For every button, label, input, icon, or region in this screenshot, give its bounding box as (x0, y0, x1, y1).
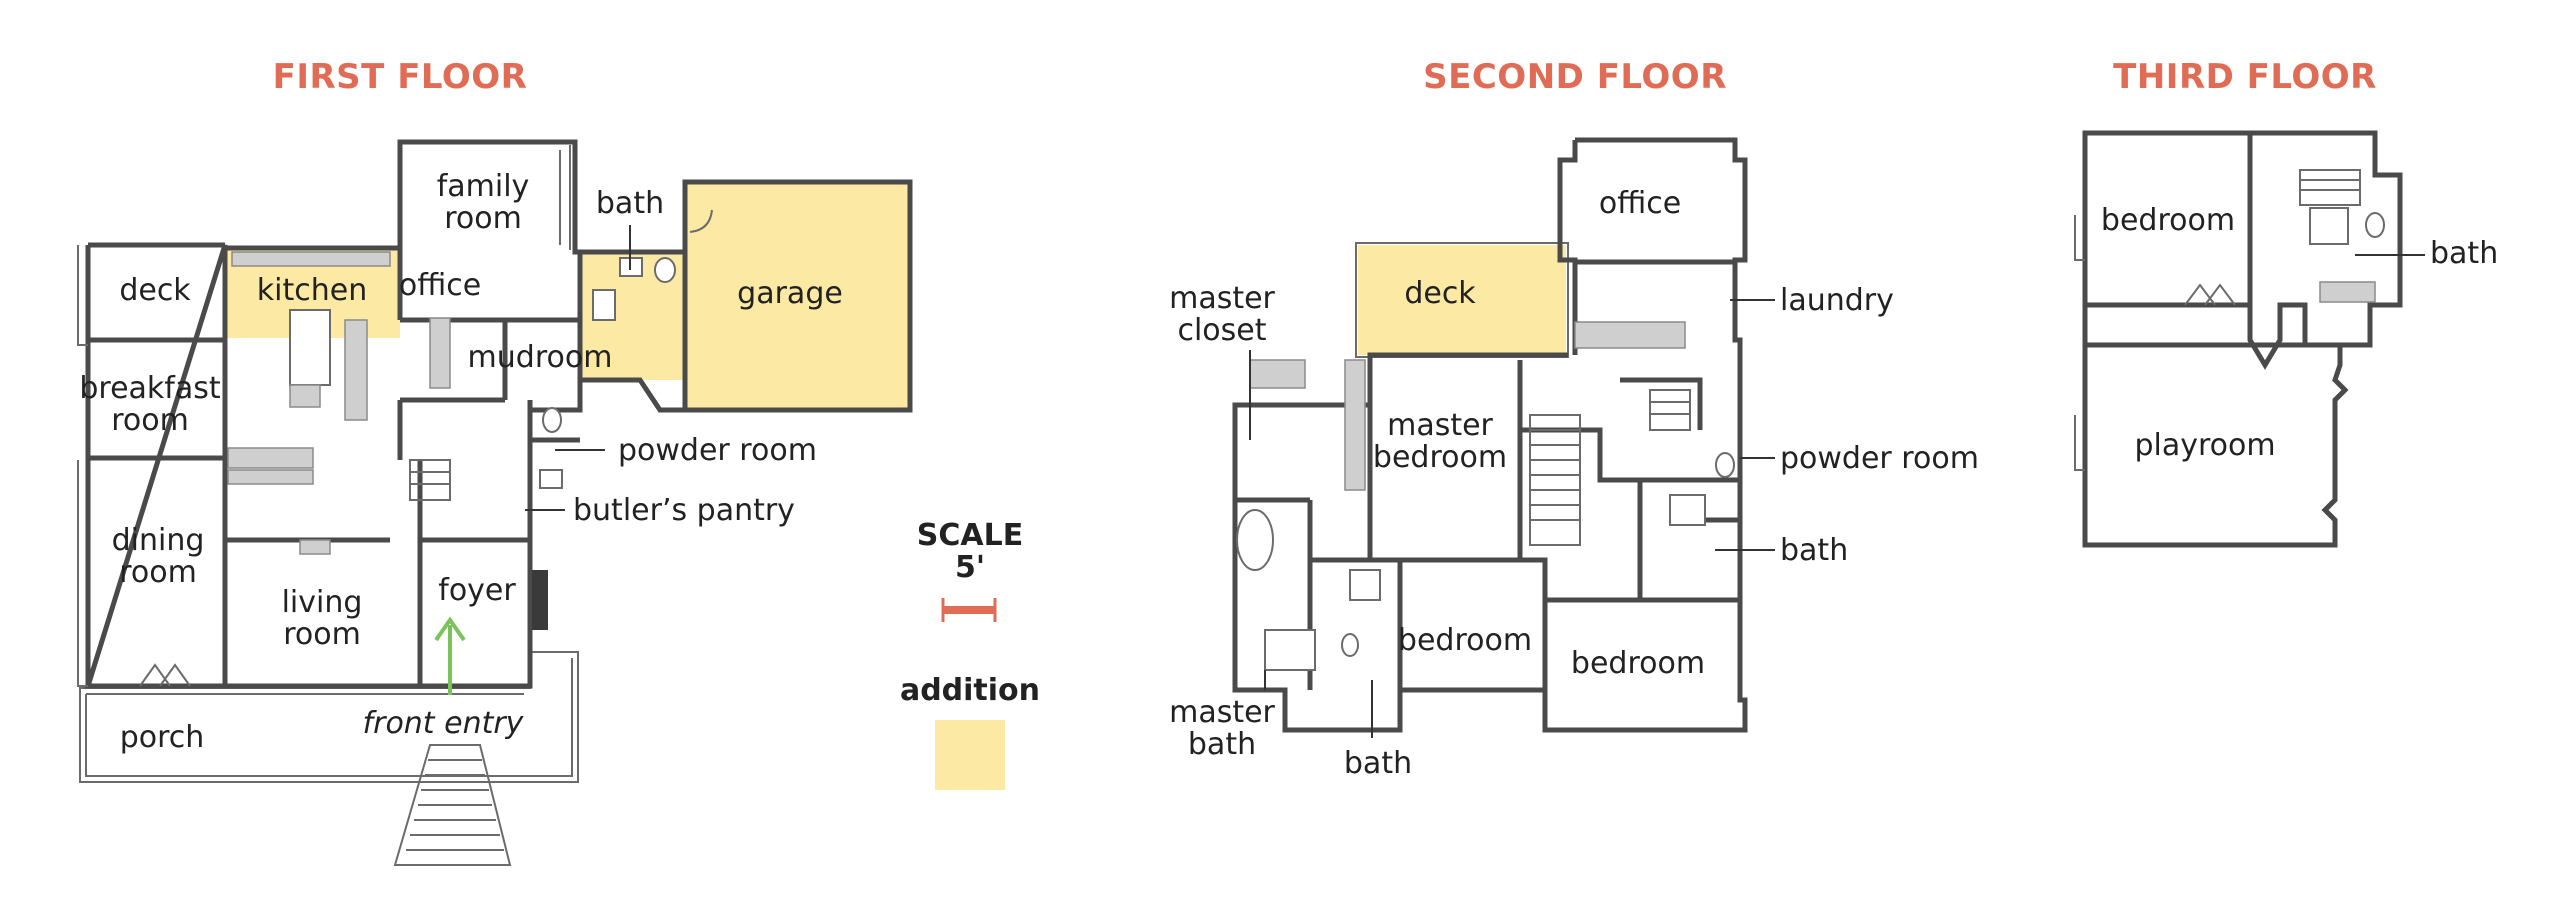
kitchen-island (289, 309, 331, 386)
island-stool (289, 384, 321, 408)
front-entry-arrow-head (434, 616, 466, 642)
front-stairs (393, 744, 512, 866)
breakfast-counter (227, 447, 314, 469)
label-playroom: playroom (2134, 428, 2275, 463)
first-floor: FIRST FLOOR (77, 57, 913, 866)
label-breakfast-line2: room (111, 403, 189, 438)
label-laundry: laundry (1780, 283, 1894, 318)
label-deck: deck (119, 273, 191, 308)
office-cabinet (429, 317, 451, 389)
garage-door-swing (689, 209, 713, 233)
stair-treads (406, 759, 504, 851)
label-master-bath-line1: master (1169, 695, 1275, 730)
addition-legend-swatch (935, 720, 1005, 790)
family-room-window (559, 145, 571, 250)
third-toilet (2365, 212, 2385, 238)
porch-doors (139, 663, 191, 687)
label-living-line1: living (282, 585, 363, 620)
label-master-bath-line2: bath (1188, 727, 1256, 762)
deck-addition-area (1358, 245, 1566, 355)
third-hall-walls (2247, 302, 2308, 370)
master-shower (1264, 629, 1316, 671)
scale-bar (943, 606, 995, 614)
label-master-closet-line1: master (1169, 281, 1275, 316)
third-vanity (2319, 281, 2376, 303)
center-walls (397, 248, 508, 540)
label-powder-room-second: powder room (1780, 441, 1979, 476)
label-bedroom-right: bedroom (1571, 646, 1705, 681)
scale-value: 5' (955, 550, 985, 585)
second-floor: SECOND FLOOR office deck lau (1169, 57, 1979, 781)
label-master-closet-line2: closet (1177, 313, 1266, 348)
label-porch: porch (120, 720, 205, 755)
label-family-room-line1: family (437, 169, 530, 204)
breakfast-counter-lower (227, 469, 314, 485)
addition-legend-label: addition (900, 673, 1040, 708)
powder-walls (527, 400, 580, 500)
kitchen-range (344, 319, 368, 421)
third-floor-title: THIRD FLOOR (2113, 57, 2377, 97)
label-dining-line1: dining (112, 523, 205, 558)
bath-shower (592, 289, 616, 321)
third-stairs (2299, 169, 2361, 206)
third-shower (2309, 207, 2349, 245)
label-master-bedroom-line1: master (1387, 408, 1493, 443)
powder-sink (539, 469, 563, 489)
second-stairs (1529, 414, 1581, 546)
label-breakfast-line1: breakfast (79, 371, 221, 406)
label-foyer: foyer (438, 573, 516, 608)
third-floor-exterior-wall (2082, 130, 2403, 548)
label-powder-room: powder room (618, 433, 817, 468)
west-trim (77, 245, 88, 687)
label-master-bedroom-line2: bedroom (1373, 440, 1507, 475)
third-floor: THIRD FLOOR bedroom bath playroom (2074, 57, 2498, 548)
powder-toilet (542, 407, 562, 433)
second-floor-title: SECOND FLOOR (1423, 57, 1727, 97)
first-floor-exterior-wall (84, 139, 688, 689)
third-windows (2074, 215, 2085, 471)
closet-rack (1344, 359, 1366, 491)
master-bathtub (1236, 509, 1274, 571)
bath-shower-second (1669, 494, 1706, 526)
bath-toilet (654, 257, 676, 283)
kitchen-counter (231, 251, 391, 267)
label-mudroom: mudroom (468, 340, 613, 375)
label-kitchen: kitchen (257, 273, 367, 308)
attic-stairs (1649, 389, 1691, 431)
second-floor-exterior-wall (1232, 137, 1748, 733)
label-living-line2: room (283, 617, 361, 652)
label-bath-bottom: bath (1344, 746, 1412, 781)
label-second-office: office (1599, 186, 1681, 221)
scale-title: SCALE (917, 518, 1023, 553)
bath-tub-small (1349, 569, 1381, 601)
mudroom-walls (505, 252, 583, 380)
label-bedroom-left: bedroom (1398, 623, 1532, 658)
bedroom-door-swing (2184, 283, 2236, 306)
fireplace-foyer (532, 570, 548, 630)
label-dining-line2: room (119, 555, 197, 590)
legend: SCALE 5' addition (900, 518, 1040, 790)
powder-toilet-second (1715, 452, 1735, 478)
bath-toilet-second (1341, 633, 1359, 657)
label-third-bedroom: bedroom (2101, 203, 2235, 238)
label-family-room-line2: room (444, 201, 522, 236)
closet-shelf (1249, 359, 1306, 389)
laundry-machines (1574, 321, 1686, 349)
garage-wall (682, 179, 913, 413)
label-garage: garage (737, 276, 843, 311)
label-office: office (399, 268, 481, 303)
label-third-bath: bath (2430, 236, 2498, 271)
fireplace-living (299, 539, 331, 555)
label-butlers-pantry: butler’s pantry (573, 493, 795, 528)
label-second-deck: deck (1404, 276, 1476, 311)
living-walls (222, 537, 530, 688)
garage-addition-area (685, 182, 910, 410)
label-bath-right: bath (1780, 533, 1848, 568)
first-floor-title: FIRST FLOOR (273, 57, 528, 97)
back-stairs (409, 459, 451, 501)
label-front-entry: front entry (363, 706, 525, 741)
label-bath: bath (596, 186, 664, 221)
